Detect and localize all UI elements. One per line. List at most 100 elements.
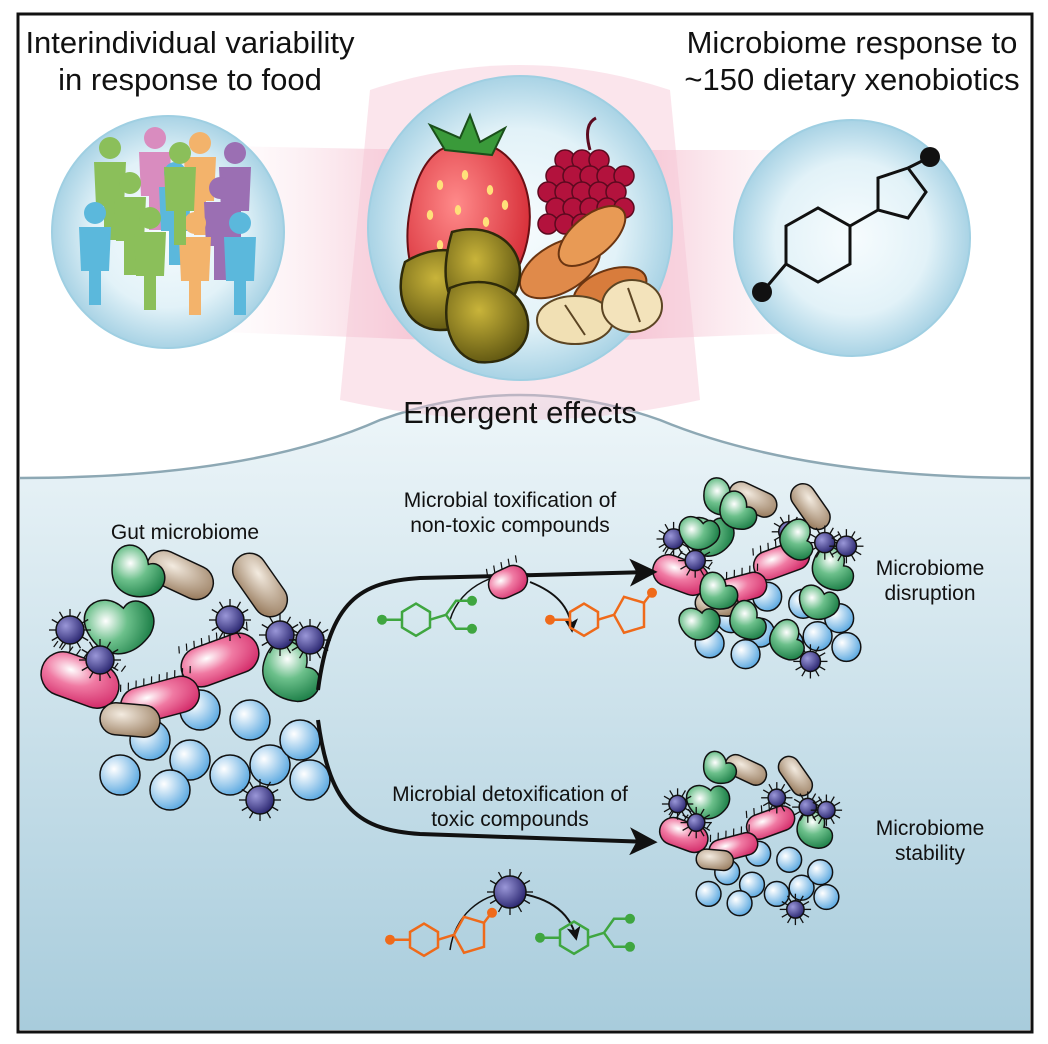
right-title-line-1: Microbiome response to [686,25,1018,60]
spiky-coccus [239,779,281,821]
coccus [802,621,833,652]
toxification-label-line-2: non-toxic compounds [410,514,610,538]
atom [467,595,477,606]
purple-microbe-icon [487,869,533,915]
bond [444,614,470,631]
stability-label-line-1: Microbiome [875,817,985,840]
atom [467,623,477,634]
spiky-coccus [680,806,712,839]
hexagon-ring [400,602,432,638]
bond [444,599,470,616]
strawberry-seed [486,185,494,195]
right-title: Microbiome response to ~150 dietary xeno… [672,24,1032,98]
coccus [831,631,862,663]
bean-bacterium [702,750,737,784]
spiky-coccus [209,599,251,641]
toxification-label-line-1: Microbial toxification of [403,489,617,512]
bean-bacterium [779,518,814,561]
person-icon [134,207,166,310]
panel-divider-curve [19,393,1031,480]
hexagon-ring [558,920,590,956]
disruption-label: Microbiome disruption [850,556,1010,606]
atom [385,934,395,945]
pink-microbe-icon [485,555,529,600]
atom [535,932,545,943]
rod-bacterium [695,848,735,872]
atom [625,941,635,952]
gut-microbiome-label: Gut microbiome [110,521,260,544]
coccus [726,890,753,917]
bond [602,917,628,934]
gut-microbiome-cluster [40,544,331,821]
left-title: Interindividual variability in response … [20,24,360,98]
right-title-line-2: ~150 dietary xenobiotics [684,62,1020,98]
coccus [289,759,331,801]
toxic-molecule-icon [385,907,497,958]
bean-bacterium [83,599,155,655]
stability-label-line-2: stability [894,842,966,866]
strawberry-seed [436,240,444,250]
toxic-molecule-icon [545,587,657,638]
coccus [738,871,766,898]
person-icon [224,212,256,315]
bean-bacterium [111,544,166,598]
atom [377,614,387,625]
nontoxic-molecule-icon [377,595,477,638]
stable-microbiome-cluster [658,750,843,926]
coccus [229,699,271,741]
bean-bacterium [719,490,758,530]
coccus [99,754,141,796]
coccus [763,880,790,908]
detoxification-label-line-2: toxic compounds [431,808,589,832]
bean-bacterium [678,515,721,551]
bond [437,933,455,941]
raspberry-stem [586,116,597,151]
molecule-bubble [733,119,971,357]
person-icon [179,212,211,315]
raspberry-icon [537,116,635,235]
coccus [807,859,834,886]
person-icon [164,142,196,245]
bean-bacterium [769,618,805,661]
rod-bacterium [99,702,161,738]
rod-bacterium [231,552,289,618]
spiky-coccus [779,893,812,926]
toxification-label: Microbial toxification of non-toxic comp… [360,488,660,538]
coccus [813,883,840,911]
strawberry-seed [436,180,444,190]
left-title-line-1: Interindividual variability [25,25,355,60]
disrupted-microbiome-cluster [652,477,864,679]
person-icon [139,127,171,230]
rod-bacterium [745,797,796,840]
coccus [279,719,321,761]
spiky-coccus [487,869,533,915]
toxification-arrow [316,558,658,691]
bean-bacterium [798,584,840,621]
bond [597,613,615,621]
strawberry-seed [454,205,462,215]
atom [625,913,635,924]
person-icon [204,177,236,280]
spiky-coccus [761,782,793,814]
stability-label: Microbiome stability [850,816,1010,866]
spiky-coccus [793,644,828,679]
strawberry-seed [426,210,434,220]
bean-bacterium [699,571,739,610]
people-bubble [51,115,285,349]
detoxification-arrow [316,719,658,856]
coccus [695,880,722,908]
food-bubble [367,75,673,381]
strawberry-seed [482,217,490,227]
coccus [776,846,803,873]
pentagon-ring [612,595,646,635]
peanut-icon [536,279,663,345]
bean-bacterium [678,607,721,641]
coccus [249,744,291,786]
hexagon-ring [408,922,440,958]
spiky-coccus [259,614,301,656]
person-icon [94,137,126,240]
spiky-coccus [810,794,843,826]
left-title-line-2: in response to food [58,62,322,98]
spiky-coccus [829,529,864,564]
